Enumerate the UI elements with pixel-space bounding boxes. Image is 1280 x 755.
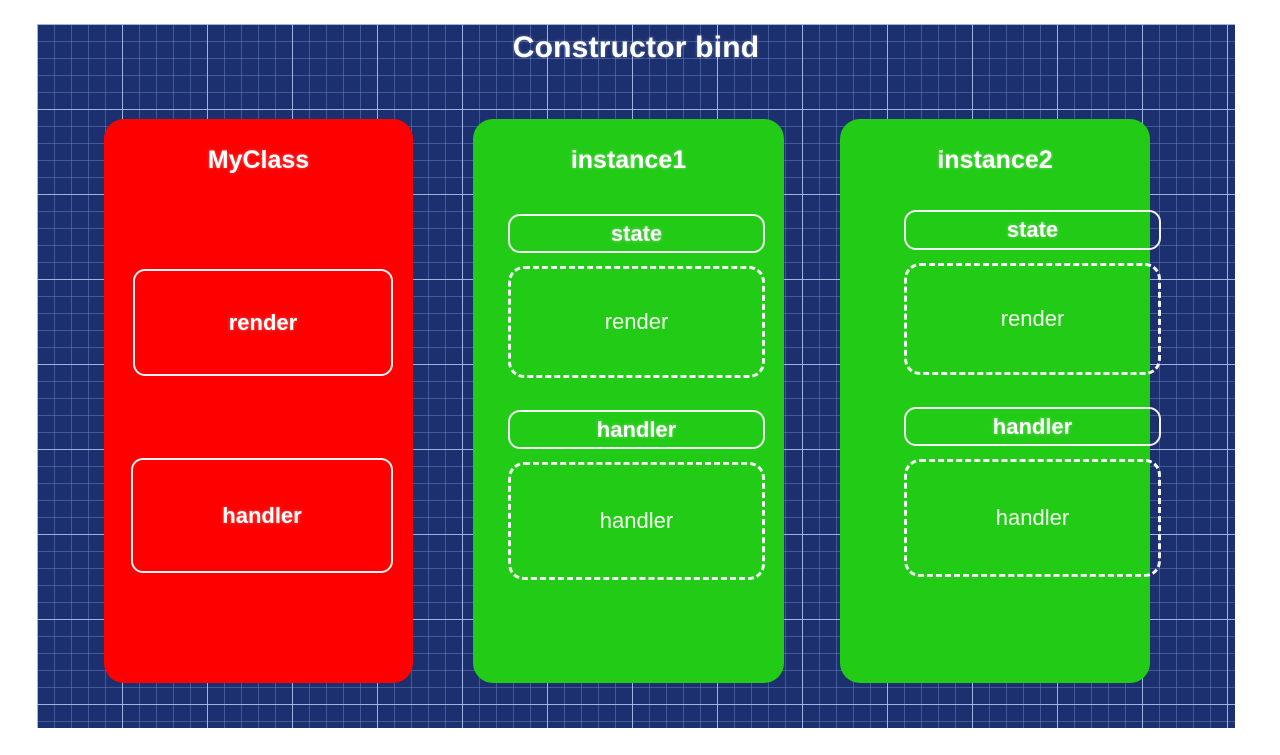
- card-instance2[interactable]: instance2 state render handler handler: [840, 119, 1161, 683]
- member-box-myclass-handler[interactable]: handler: [131, 458, 393, 573]
- member-box-instance1-render[interactable]: render: [508, 266, 765, 378]
- member-label: render: [1000, 306, 1065, 331]
- member-label: handler: [995, 505, 1070, 530]
- card-title-myclass: MyClass: [207, 146, 310, 174]
- member-box-instance2-handler-solid[interactable]: handler: [904, 407, 1161, 446]
- member-box-instance2-handler-bound[interactable]: handler: [904, 459, 1161, 577]
- member-label: render: [228, 309, 298, 335]
- member-label: handler: [596, 416, 677, 442]
- member-box-myclass-render[interactable]: render: [133, 269, 393, 376]
- member-box-instance1-handler-solid[interactable]: handler: [508, 410, 765, 449]
- member-box-instance1-state[interactable]: state: [508, 214, 765, 253]
- card-title-instance1: instance1: [570, 146, 687, 174]
- card-instance1[interactable]: instance1 state render handler handler: [473, 119, 784, 683]
- member-label: render: [604, 309, 669, 334]
- member-box-instance1-handler-bound[interactable]: handler: [508, 462, 765, 580]
- member-label: handler: [992, 413, 1073, 439]
- diagram-title: Constructor bind: [512, 31, 760, 64]
- card-myclass[interactable]: MyClass render handler: [104, 119, 413, 683]
- diagram-canvas: Constructor bind MyClass render handler …: [37, 24, 1235, 728]
- member-label: handler: [222, 502, 302, 528]
- member-label: state: [1006, 217, 1059, 242]
- member-box-instance2-render[interactable]: render: [904, 263, 1161, 375]
- member-label: handler: [599, 508, 674, 533]
- card-title-instance2: instance2: [937, 146, 1053, 174]
- member-label: state: [610, 220, 663, 246]
- member-box-instance2-state[interactable]: state: [904, 210, 1161, 250]
